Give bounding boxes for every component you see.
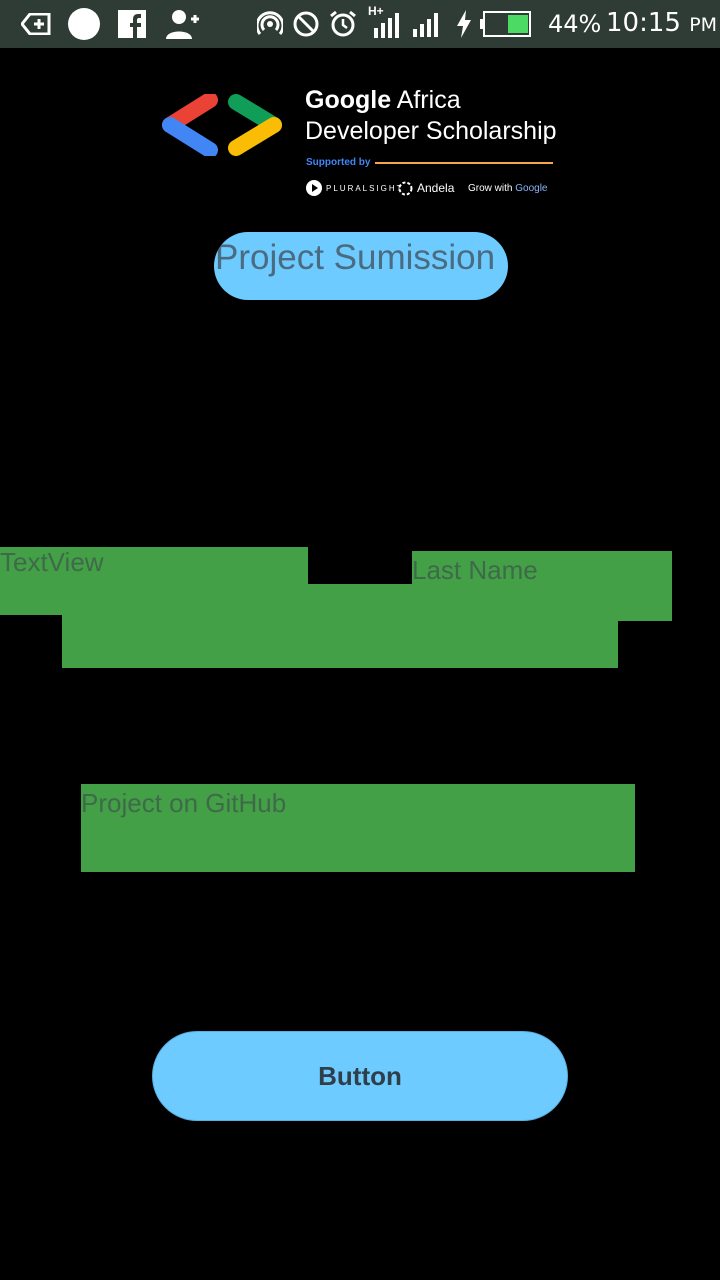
first-name-field[interactable]: TextView xyxy=(0,547,308,615)
add-user-icon xyxy=(164,8,200,40)
github-link-hint: Project on GitHub xyxy=(81,788,287,818)
partner-andela: Andela xyxy=(417,181,455,195)
github-link-field[interactable]: Project on GitHub xyxy=(81,784,635,872)
submit-button[interactable]: Button xyxy=(152,1031,568,1121)
battery-icon xyxy=(480,8,532,40)
clock: 10:15 PM xyxy=(606,8,717,38)
charging-icon xyxy=(454,8,474,40)
hotspot-icon xyxy=(256,8,284,40)
logo-title-line1: Google Africa xyxy=(305,86,461,115)
supported-divider xyxy=(375,162,553,164)
clock-time: 10:15 xyxy=(606,8,681,38)
andela-icon xyxy=(398,181,413,196)
last-name-field[interactable]: Last Name xyxy=(412,551,672,621)
facebook-icon xyxy=(118,8,146,40)
partner-pluralsight: PLURALSIGHT xyxy=(326,184,404,193)
clock-ampm: PM xyxy=(689,14,718,36)
last-name-hint: Last Name xyxy=(412,555,538,585)
partner-grow-label: Grow with xyxy=(468,183,513,194)
page-title: Project Sumission xyxy=(214,232,508,300)
logo-brand-rest: Africa xyxy=(396,86,461,114)
circle-icon xyxy=(66,8,102,40)
logo-title-line2: Developer Scholarship xyxy=(305,117,557,145)
chevrons-logo-icon xyxy=(162,94,282,156)
partner-grow: Grow with Google xyxy=(468,183,547,194)
block-icon xyxy=(292,8,320,40)
signal-icon: H+ xyxy=(368,4,402,40)
alarm-icon xyxy=(328,8,358,40)
logo-brand: Google xyxy=(305,86,392,114)
network-type-label: H+ xyxy=(368,4,384,18)
first-name-text: TextView xyxy=(0,547,104,577)
supported-by-label: Supported by xyxy=(306,157,371,168)
status-bar: H+ 44% 10:15 PM xyxy=(0,0,720,48)
pluralsight-icon xyxy=(306,180,322,196)
battery-percent: 44% xyxy=(548,10,602,38)
back-arrow-icon xyxy=(20,8,52,40)
partner-google: Google xyxy=(515,183,548,194)
signal-icon-2 xyxy=(412,8,442,40)
